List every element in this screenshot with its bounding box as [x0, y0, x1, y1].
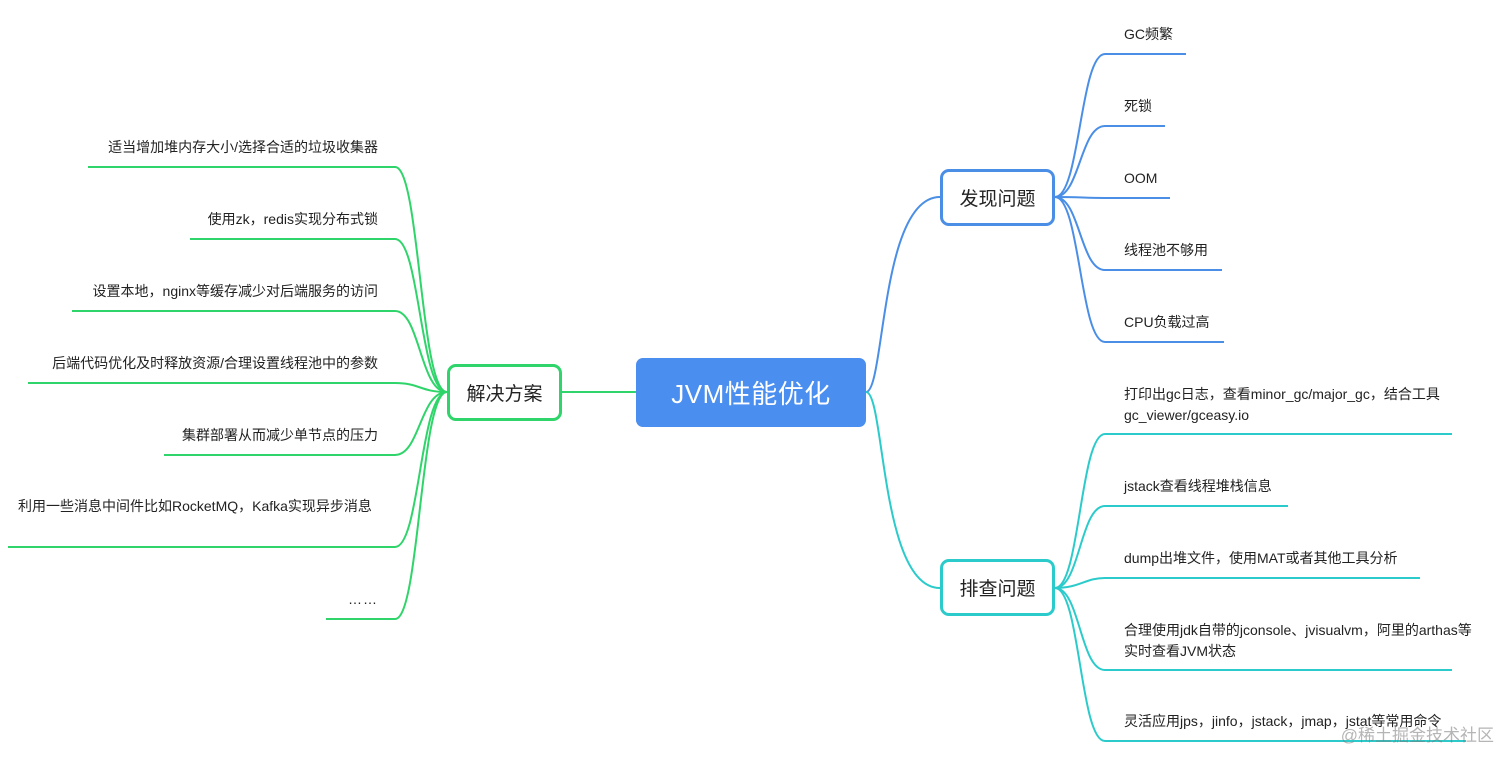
discover-item-3[interactable]: OOM [1124, 170, 1158, 186]
edge-solve-2 [190, 238, 448, 393]
edge-investigate-5 [1054, 587, 1466, 742]
edge-investigate-2 [1054, 505, 1288, 589]
root-node[interactable]: JVM性能优化 [636, 358, 866, 427]
discover-item-5[interactable]: CPU负载过高 [1124, 314, 1210, 330]
edge-solve-5 [164, 391, 448, 456]
solve-item-7[interactable]: …… [348, 591, 378, 607]
discover-item-4[interactable]: 线程池不够用 [1124, 242, 1208, 258]
investigate-item-3[interactable]: dump出堆文件，使用MAT或者其他工具分析 [1124, 550, 1398, 566]
investigate-item-2[interactable]: jstack查看线程堆栈信息 [1124, 478, 1272, 494]
edge-discover-1 [1054, 53, 1186, 198]
discover-item-2[interactable]: 死锁 [1124, 98, 1152, 114]
edge-investigate-3 [1054, 577, 1420, 589]
edge-root-investigate [865, 391, 941, 589]
edge-investigate-4 [1054, 587, 1452, 671]
edge-discover-4 [1054, 196, 1222, 271]
root-label: JVM性能优化 [671, 379, 831, 409]
edge-solve-7 [326, 391, 448, 620]
branch-solve-label: 解决方案 [466, 384, 543, 405]
solve-item-5[interactable]: 集群部署从而减少单节点的压力 [182, 427, 378, 443]
discover-item-1[interactable]: GC频繁 [1124, 26, 1173, 42]
edge-discover-3 [1054, 196, 1170, 199]
edge-discover-5 [1054, 196, 1224, 343]
solve-item-3[interactable]: 设置本地，nginx等缓存减少对后端服务的访问 [92, 283, 378, 299]
edge-solve-1 [88, 166, 448, 393]
edge-solve-6 [8, 391, 448, 548]
investigate-item-5[interactable]: 灵活应用jps，jinfo，jstack，jmap，jstat等常用命令 [1124, 713, 1442, 729]
branch-discover-label: 发现问题 [959, 189, 1036, 210]
edge-root-discover [865, 196, 941, 393]
branch-investigate[interactable]: 排查问题 [940, 559, 1055, 616]
edge-solve-3 [72, 310, 448, 393]
edge-solve-4 [28, 382, 448, 393]
branch-investigate-label: 排查问题 [959, 579, 1036, 600]
investigate-item-4[interactable]: 合理使用jdk自带的jconsole、jvisualvm，阿里的arthas等实… [1124, 622, 1472, 659]
watermark: @稀土掘金技术社区 [1340, 726, 1494, 745]
edge-investigate-1 [1054, 433, 1452, 589]
solve-item-4[interactable]: 后端代码优化及时释放资源/合理设置线程池中的参数 [52, 355, 378, 371]
branch-discover[interactable]: 发现问题 [940, 169, 1055, 226]
branch-solve[interactable]: 解决方案 [447, 364, 562, 421]
solve-item-6[interactable]: 利用一些消息中间件比如RocketMQ，Kafka实现异步消息 [18, 498, 372, 514]
edge-discover-2 [1054, 125, 1165, 198]
investigate-item-1[interactable]: 打印出gc日志，查看minor_gc/major_gc，结合工具gc_viewe… [1124, 386, 1440, 423]
solve-item-2[interactable]: 使用zk，redis实现分布式锁 [207, 211, 378, 227]
solve-item-1[interactable]: 适当增加堆内存大小/选择合适的垃圾收集器 [108, 139, 378, 155]
